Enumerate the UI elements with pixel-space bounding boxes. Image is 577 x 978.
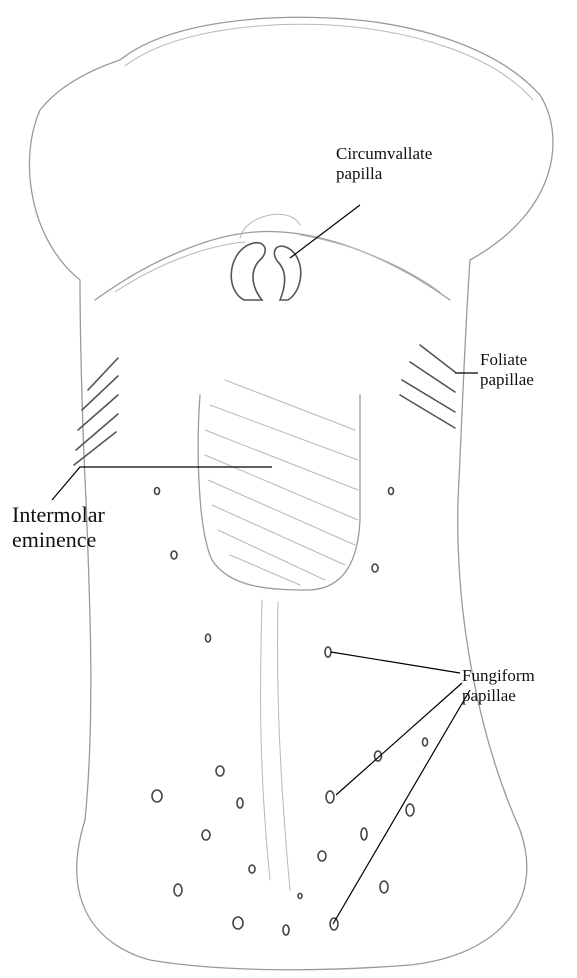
papilla-dot xyxy=(206,634,211,642)
label-line: papillae xyxy=(480,370,534,390)
label-fungiform-papillae: Fungiform papillae xyxy=(462,666,535,705)
label-line: eminence xyxy=(12,527,105,552)
papilla-dot xyxy=(155,488,160,495)
circumvallate-papilla-left xyxy=(231,243,265,300)
papilla-dot xyxy=(237,798,243,808)
papilla-dot xyxy=(249,865,255,873)
label-foliate-papillae: Foliate papillae xyxy=(480,350,534,389)
sulcus-terminalis-2 xyxy=(115,235,440,292)
label-line: Fungiform xyxy=(462,666,535,686)
leader-fungiform-2 xyxy=(336,683,462,795)
intermolar-eminence-hatching xyxy=(205,380,358,585)
papilla-dot xyxy=(406,804,414,816)
label-line: papillae xyxy=(462,686,535,706)
papilla-dot xyxy=(216,766,224,776)
circumvallate-papilla-mound xyxy=(240,214,300,238)
papilla-dot xyxy=(326,791,334,803)
label-intermolar-eminence: Intermolar eminence xyxy=(12,502,105,553)
leader-fungiform-1 xyxy=(331,652,460,673)
median-sulcus xyxy=(260,600,290,890)
papilla-dot xyxy=(283,925,289,935)
foliate-papillae-right xyxy=(400,345,455,428)
label-line: Circumvallate xyxy=(336,144,432,164)
label-line: Foliate xyxy=(480,350,534,370)
papilla-dot xyxy=(325,647,331,657)
tongue-outline-double xyxy=(125,24,533,100)
papilla-dot xyxy=(174,884,182,896)
papilla-dot xyxy=(152,790,162,802)
label-line: papilla xyxy=(336,164,432,184)
papilla-dot xyxy=(330,918,338,930)
papilla-dot xyxy=(361,828,367,840)
fungiform-papillae xyxy=(152,488,428,936)
circumvallate-papilla-right xyxy=(274,246,300,300)
papilla-dot xyxy=(233,917,243,929)
tongue-outline xyxy=(29,17,553,969)
label-line: Intermolar xyxy=(12,502,105,527)
label-circumvallate-papilla: Circumvallate papilla xyxy=(336,144,432,183)
papilla-dot xyxy=(380,881,388,893)
papilla-dot xyxy=(202,830,210,840)
leader-fungiform-3 xyxy=(333,690,470,924)
papilla-dot xyxy=(171,551,177,559)
papilla-dot xyxy=(423,738,428,746)
papilla-dot xyxy=(318,851,326,861)
leader-circumvallate xyxy=(290,205,360,258)
papilla-dot xyxy=(372,564,378,572)
papilla-dot xyxy=(298,894,302,899)
papilla-dot xyxy=(389,488,394,495)
